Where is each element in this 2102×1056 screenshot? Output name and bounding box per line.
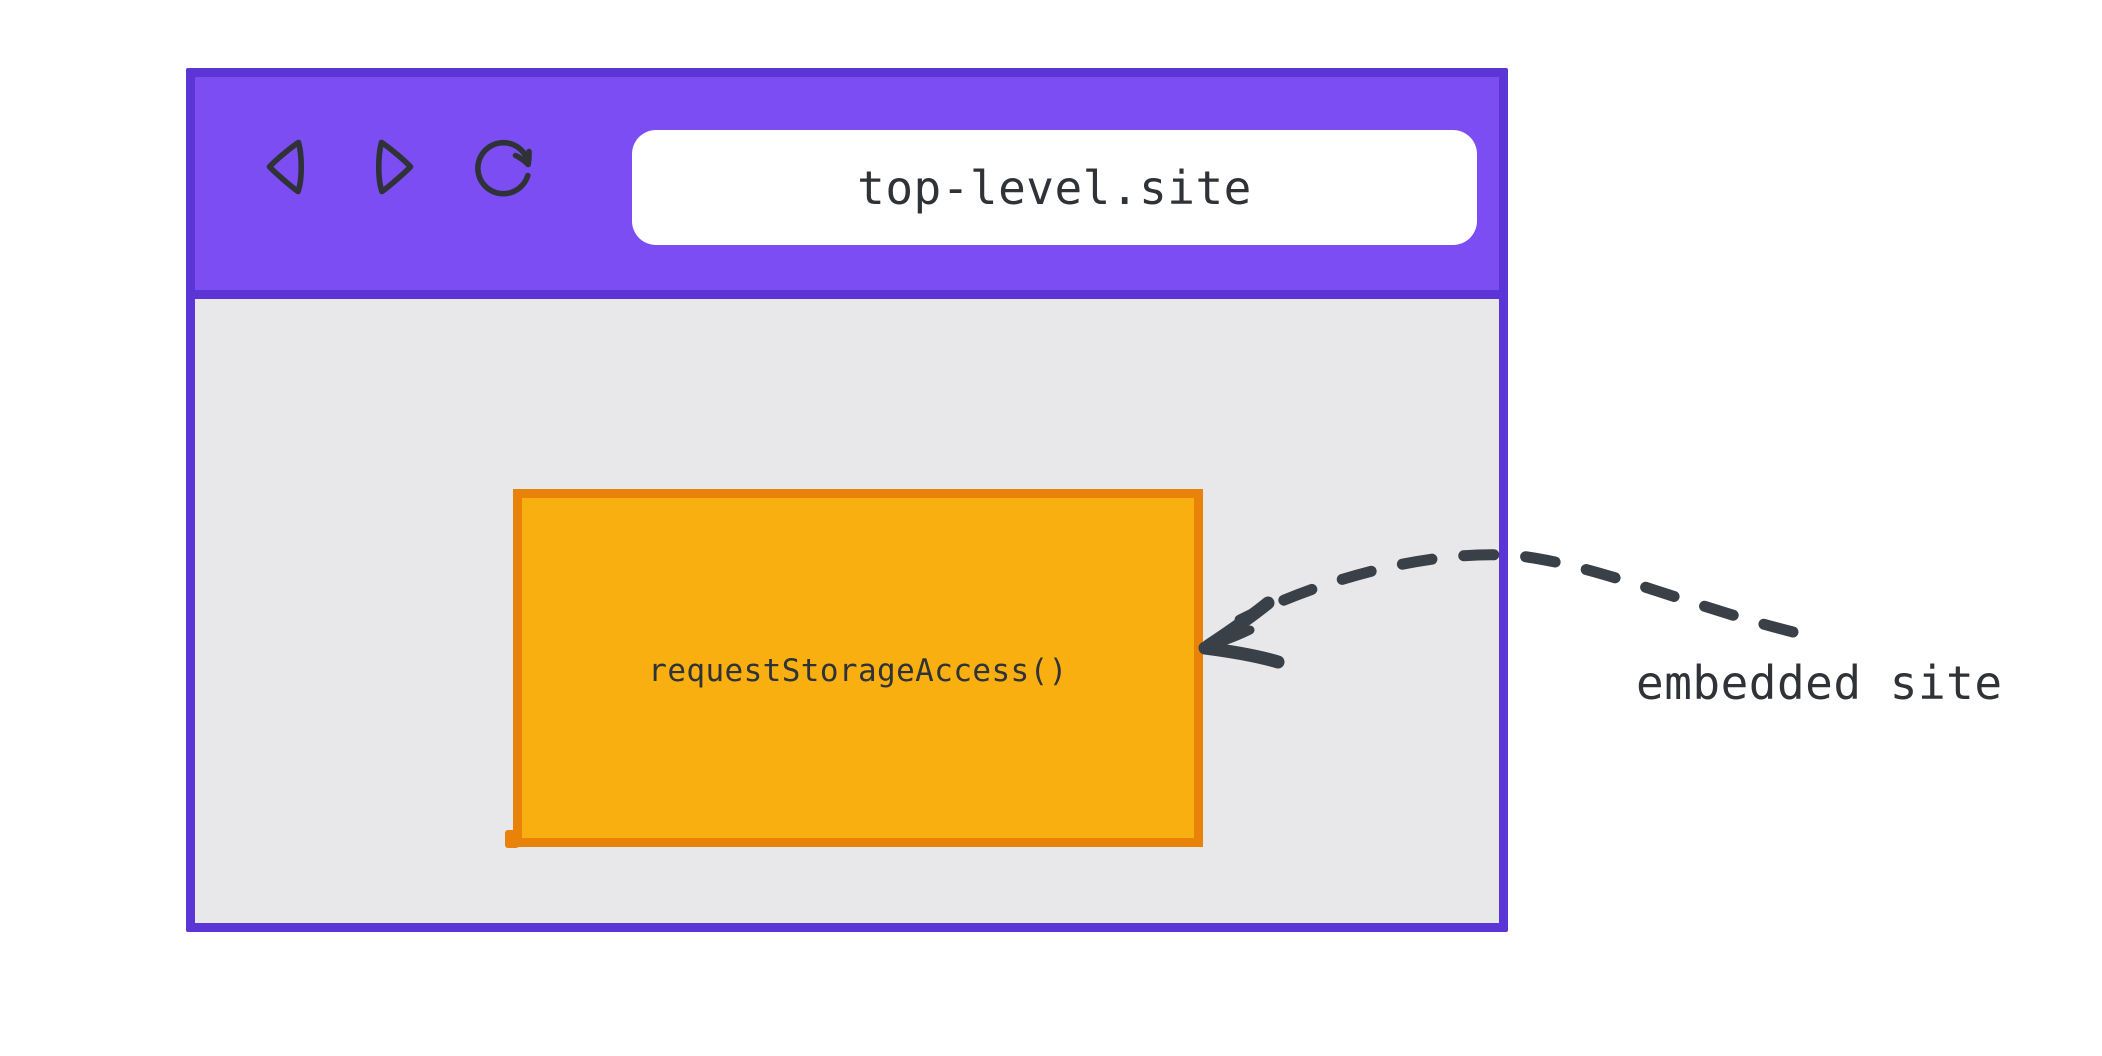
reload-button[interactable] [467,129,543,205]
embedded-site-frame[interactable]: requestStorageAccess() [513,489,1203,847]
reload-circular-arrow-icon [475,139,532,197]
back-triangle-icon [266,139,305,195]
embedded-site-annotation-label: embedded site [1636,656,2003,710]
url-bar[interactable]: top-level.site [632,130,1477,245]
frame-corner-overshoot [505,830,519,848]
request-storage-access-label: requestStorageAccess() [648,653,1068,689]
back-button[interactable] [247,129,323,205]
forward-triangle-icon [375,139,414,195]
forward-button[interactable] [357,129,433,205]
url-input[interactable]: top-level.site [857,160,1252,215]
browser-toolbar: top-level.site [195,77,1499,299]
navigation-button-group [247,129,543,205]
